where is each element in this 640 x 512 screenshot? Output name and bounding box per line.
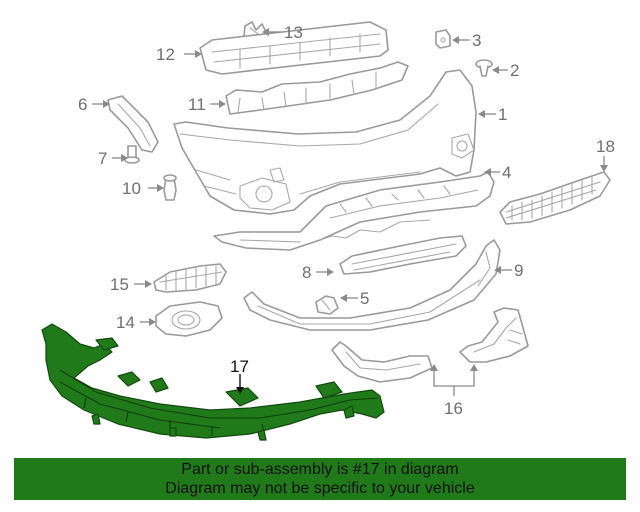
info-banner: Part or sub-assembly is #17 in diagram D… bbox=[14, 458, 626, 500]
part-6-bracket[interactable] bbox=[107, 95, 159, 153]
part-1-fascia[interactable] bbox=[173, 69, 477, 215]
callout-6: 6 bbox=[78, 95, 87, 114]
callout-7: 7 bbox=[98, 149, 107, 168]
exploded-parts-diagram: 13 12 3 2 11 6 1 7 18 4 10 8 9 15 5 14 1… bbox=[41, 21, 615, 441]
callout-15: 15 bbox=[110, 275, 129, 294]
callout-8: 8 bbox=[302, 263, 311, 282]
callout-5: 5 bbox=[360, 289, 369, 308]
part-8-skid-plate[interactable] bbox=[339, 235, 467, 275]
part-7-bolt[interactable] bbox=[124, 145, 140, 164]
part-3-clip[interactable] bbox=[435, 29, 451, 49]
part-14-fog-bezel[interactable] bbox=[155, 301, 223, 337]
part-4-lower-cover[interactable] bbox=[213, 171, 495, 251]
leader-lines bbox=[92, 28, 608, 396]
part-12-reinforcement[interactable] bbox=[199, 21, 389, 75]
callout-12: 12 bbox=[156, 45, 175, 64]
callout-1: 1 bbox=[498, 105, 507, 124]
part-9-molding[interactable] bbox=[243, 239, 501, 331]
banner-line-2: Diagram may not be specific to your vehi… bbox=[165, 480, 475, 497]
part-18-lower-grille[interactable] bbox=[499, 171, 611, 225]
callout-16: 16 bbox=[444, 399, 463, 418]
part-2-push-pin[interactable] bbox=[475, 59, 493, 77]
part-10-fastener[interactable] bbox=[163, 174, 177, 201]
callout-18: 18 bbox=[596, 137, 615, 156]
callout-13: 13 bbox=[284, 23, 303, 42]
callout-labels: 13 12 3 2 11 6 1 7 18 4 10 8 9 15 5 14 1… bbox=[78, 23, 615, 418]
callout-11: 11 bbox=[188, 95, 206, 114]
part-5-bracket[interactable] bbox=[315, 295, 339, 315]
callout-10: 10 bbox=[122, 179, 141, 198]
callout-3: 3 bbox=[472, 31, 481, 50]
callout-9: 9 bbox=[514, 261, 523, 280]
part-15-grille-insert[interactable] bbox=[153, 263, 227, 293]
part-17-lower-support-highlighted[interactable] bbox=[41, 323, 385, 441]
part-11-absorber[interactable] bbox=[225, 61, 409, 115]
callout-4: 4 bbox=[502, 163, 511, 182]
banner-line-1: Part or sub-assembly is #17 in diagram bbox=[181, 461, 459, 478]
part-16-brackets[interactable] bbox=[331, 307, 529, 383]
callout-2: 2 bbox=[510, 61, 519, 80]
callout-17: 17 bbox=[230, 357, 249, 376]
callout-14: 14 bbox=[116, 313, 135, 332]
